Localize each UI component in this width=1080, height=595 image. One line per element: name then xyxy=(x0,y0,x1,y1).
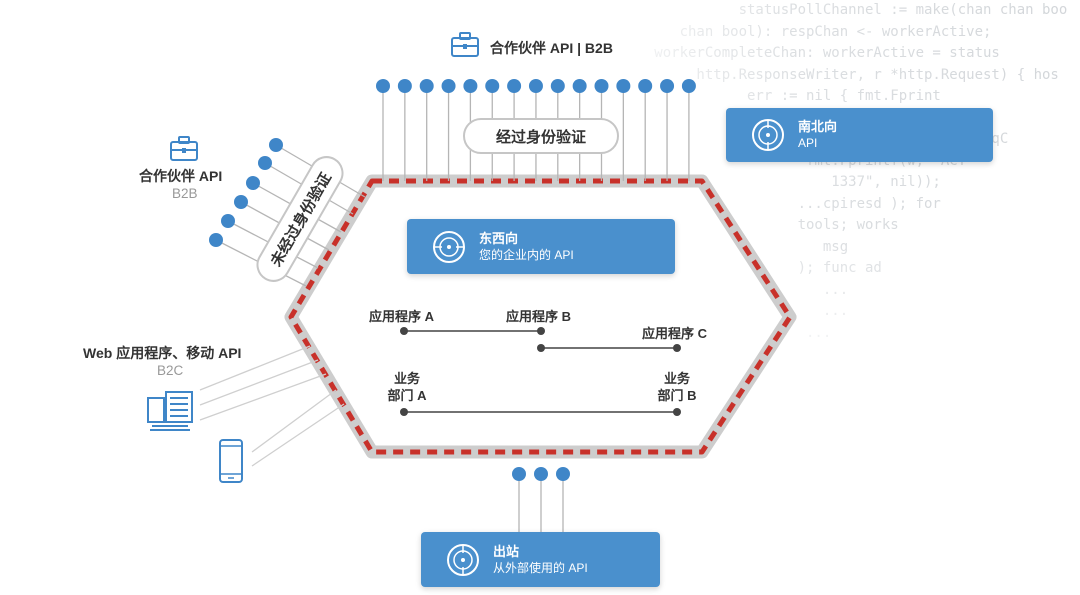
app-a-node xyxy=(400,327,408,335)
top-connector-dot xyxy=(397,79,412,93)
outbound-card: 出站 从外部使用的 API xyxy=(421,532,660,587)
app-b-node xyxy=(537,344,545,352)
left-partner-label: 合作伙伴 API xyxy=(139,168,223,184)
compass-icon xyxy=(752,119,784,151)
top-connector-dot xyxy=(376,79,390,93)
east-west-subtitle: 您的企业内的 API xyxy=(479,247,574,262)
web-mobile-connectors xyxy=(199,345,345,467)
left-connector-dot xyxy=(209,233,223,247)
top-connector-dot xyxy=(485,79,500,93)
app-c-node xyxy=(673,344,681,352)
dept-a-line2: 部门 A xyxy=(387,388,427,403)
top-connector-dot xyxy=(681,79,696,93)
dept-a-label: 业务 部门 A xyxy=(380,370,434,404)
left-partner-sub: B2B xyxy=(172,186,198,201)
app-c-label: 应用程序 C xyxy=(642,326,708,341)
east-west-card: 东西向 您的企业内的 API xyxy=(407,219,675,274)
top-connector-dot xyxy=(528,79,543,93)
mobile-phone-icon xyxy=(219,439,243,483)
briefcase-icon xyxy=(170,136,198,161)
compass-icon xyxy=(433,230,465,263)
app-b-label: 应用程序 B xyxy=(506,309,572,324)
left-connector-dot xyxy=(221,214,235,228)
dept-a-node xyxy=(400,408,408,416)
top-connector-dot xyxy=(638,79,653,93)
top-connector-dot xyxy=(616,79,631,93)
left-connector-dot xyxy=(246,176,260,190)
left-connector-dot xyxy=(234,195,248,209)
outbound-connector-dot xyxy=(556,467,570,481)
top-connector-dot xyxy=(441,79,456,93)
web-connector-line xyxy=(199,345,311,391)
dept-b-node xyxy=(673,408,681,416)
east-west-title: 东西向 xyxy=(479,230,519,246)
briefcase-icon xyxy=(451,32,479,57)
outbound-connector-dot xyxy=(512,467,526,481)
top-connector-dot xyxy=(507,79,522,93)
web-connector-line xyxy=(199,373,327,421)
top-connector-dot xyxy=(419,79,434,93)
app-b-node xyxy=(537,327,545,335)
top-connector-dot xyxy=(594,79,609,93)
north-south-title: 南北向 xyxy=(798,119,838,134)
app-a-label: 应用程序 A xyxy=(369,309,435,324)
outbound-connector-dot xyxy=(534,467,548,481)
outbound-title: 出站 xyxy=(493,543,520,559)
left-connector-dot xyxy=(258,156,272,170)
left-connector-dot xyxy=(269,138,283,152)
web-mobile-sub: B2C xyxy=(157,363,184,378)
top-connector-dot xyxy=(463,79,478,93)
web-mobile-label: Web 应用程序、移动 API xyxy=(83,345,242,361)
dept-b-line2: 部门 B xyxy=(657,388,697,403)
north-south-subtitle: API xyxy=(798,136,818,150)
internal-connections xyxy=(400,327,681,416)
top-connector-dot xyxy=(550,79,565,93)
dept-b-line1: 业务 xyxy=(663,371,690,386)
north-south-card: 南北向 API xyxy=(726,108,993,162)
outbound-subtitle: 从外部使用的 API xyxy=(493,560,588,575)
web-connector-line xyxy=(251,403,345,467)
top-connector-dot xyxy=(660,79,675,93)
top-connector-dot xyxy=(572,79,587,93)
web-connector-line xyxy=(199,359,319,406)
authenticated-pill: 经过身份验证 xyxy=(463,118,619,154)
compass-icon xyxy=(447,543,479,576)
dept-b-label: 业务 部门 B xyxy=(650,370,704,404)
top-partner-label: 合作伙伴 API | B2B xyxy=(490,40,613,56)
desktop-document-icon xyxy=(147,391,193,431)
dept-a-line1: 业务 xyxy=(393,371,420,386)
web-connector-line xyxy=(251,389,337,453)
outbound-connectors xyxy=(512,467,570,532)
